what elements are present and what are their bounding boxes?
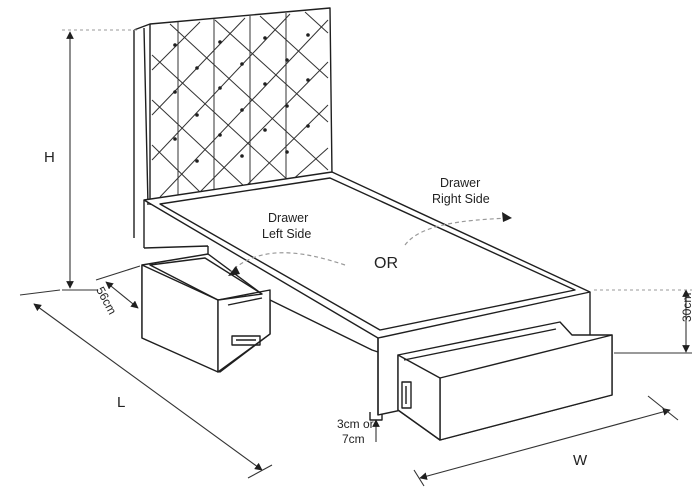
headboard <box>133 7 333 238</box>
leg-clearance-label-2: 7cm <box>342 432 365 446</box>
drawer-arrow-heads <box>228 212 512 276</box>
width-label: W <box>573 452 588 469</box>
drawer-right-label-2: Right Side <box>432 192 490 206</box>
bed-base <box>143 171 591 421</box>
or-label: OR <box>374 255 398 272</box>
drawer-left-label-2: Left Side <box>262 227 311 241</box>
drawer-right-label-1: Drawer <box>440 176 480 190</box>
left-drawer <box>141 253 271 373</box>
headboard-tufting <box>151 11 329 198</box>
right-drawer <box>397 321 613 441</box>
drawer-option-arrows <box>229 217 511 273</box>
dimension-lines <box>19 29 692 487</box>
height-label: H <box>44 149 55 166</box>
drawer-left-label-1: Drawer <box>268 211 308 225</box>
length-label: L <box>117 394 125 411</box>
drawer-height-label: 30cm <box>680 293 694 322</box>
leg-clearance-label-1: 3cm or <box>337 417 374 431</box>
tufting-buttons <box>173 33 310 163</box>
